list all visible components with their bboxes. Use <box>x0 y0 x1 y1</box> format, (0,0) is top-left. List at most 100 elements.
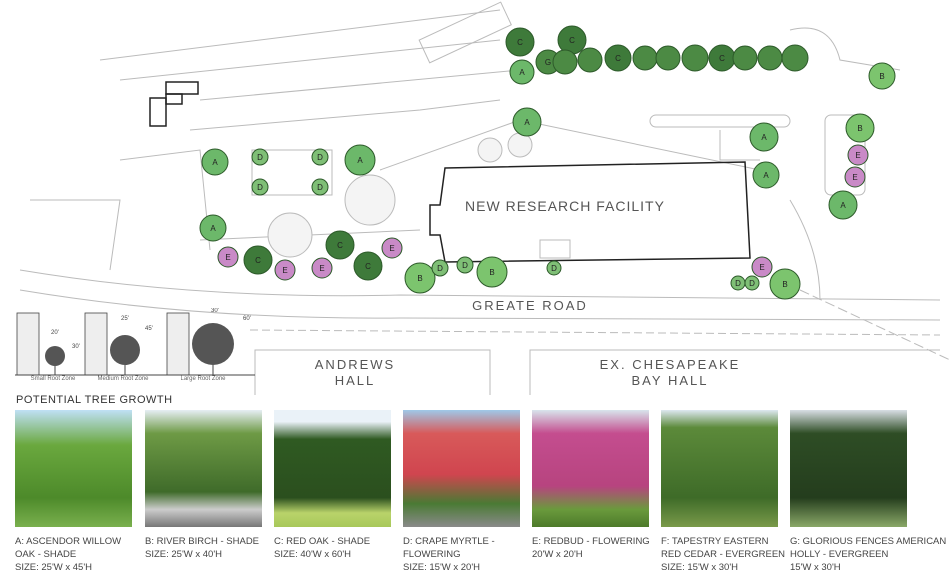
plan-tree-letter: B <box>489 268 494 277</box>
road-label: GREATE ROAD <box>472 298 588 313</box>
plan-tree-letter: D <box>257 183 263 192</box>
plan-tree-letter: A <box>524 118 530 127</box>
plan-tree-letter: A <box>763 171 769 180</box>
plan-tree-letter: A <box>357 156 363 165</box>
plan-tree-letter: A <box>761 133 767 142</box>
photo-b-river-birch <box>145 410 262 527</box>
plan-tree-letter: C <box>719 54 725 63</box>
plan-tree-b <box>404 262 436 294</box>
growth-title: POTENTIAL TREE GROWTH <box>16 394 173 406</box>
chesapeake-line-1: EX. CHESAPEAKE <box>599 357 741 372</box>
plan-tree-unlabeled <box>681 44 709 72</box>
plan-tree-e <box>381 237 403 259</box>
plan-tree-d <box>311 148 329 166</box>
plan-tree-b <box>476 256 508 288</box>
caption-line: SIZE: 15'W x 30'H <box>661 562 739 573</box>
plan-tree-d <box>744 275 760 291</box>
photo-f-red-cedar <box>661 410 778 527</box>
facility-label: NEW RESEARCH FACILITY <box>465 198 665 214</box>
caption-line: C: RED OAK - SHADE <box>274 536 371 547</box>
zone-small-width: 20' <box>51 330 59 336</box>
plan-tree-d <box>311 178 329 196</box>
caption-line: 15'W x 30'H <box>790 562 841 573</box>
caption-line: B: RIVER BIRCH - SHADE <box>145 536 260 547</box>
plan-tree-a <box>201 148 229 176</box>
plan-tree-letter: D <box>462 261 468 270</box>
plan-tree-d <box>251 178 269 196</box>
plan-tree-letter: E <box>282 266 287 275</box>
plan-tree-letter: G <box>545 58 551 67</box>
plan-tree-a <box>749 122 779 152</box>
plan-tree-c <box>604 44 632 72</box>
plan-tree-letter: B <box>879 72 884 81</box>
andrews-line-2: HALL <box>334 373 376 388</box>
caption-line: FLOWERING <box>403 549 461 560</box>
andrews-line-1: ANDREWS <box>314 357 396 372</box>
plan-tree-letter: D <box>551 264 557 273</box>
plan-tree-letter: D <box>437 264 443 273</box>
caption-line: G: GLORIOUS FENCES AMERICAN <box>790 536 947 547</box>
plan-tree-unlabeled <box>781 44 809 72</box>
plan-tree-unlabeled <box>757 45 783 71</box>
tree-caption: G: GLORIOUS FENCES AMERICAN HOLLY - EVERG… <box>790 535 947 574</box>
zone-small-label: Small Root Zone <box>30 376 76 382</box>
caption-line: RED CEDAR - EVERGREEN <box>661 549 786 560</box>
zone-small-height: 30' <box>72 344 80 350</box>
photo-e-redbud <box>532 410 649 527</box>
plan-tree-letter: C <box>615 54 621 63</box>
plan-tree-letter: B <box>782 280 787 289</box>
plan-tree-letter: A <box>840 201 846 210</box>
plan-tree-a <box>828 190 858 220</box>
plan-tree-e <box>847 144 869 166</box>
plan-tree-letter: E <box>759 263 764 272</box>
zone-medium-label: Medium Root Zone <box>97 376 149 382</box>
plan-tree-letter: D <box>735 279 741 288</box>
plan-tree-letter: D <box>317 183 323 192</box>
plan-tree-b <box>845 113 875 143</box>
plan-tree-d <box>431 259 449 277</box>
plan-tree-letter: A <box>519 68 525 77</box>
plan-tree-c <box>325 230 355 260</box>
plan-tree-letter: B <box>857 124 862 133</box>
zone-large-height: 60' <box>243 316 251 322</box>
plan-tree-c <box>353 251 383 281</box>
plan-tree-letter: A <box>212 158 218 167</box>
plan-tree-letter: D <box>317 153 323 162</box>
plan-tree-letter: E <box>319 264 324 273</box>
plan-tree-d <box>251 148 269 166</box>
plan-tree-letter: E <box>389 244 394 253</box>
tree-caption: F: TAPESTRY EASTERN RED CEDAR - EVERGREEN… <box>661 535 789 574</box>
caption-line: HOLLY - EVERGREEN <box>790 549 889 560</box>
plan-tree-e <box>217 246 239 268</box>
plan-tree-letter: C <box>569 36 575 45</box>
plan-tree-a <box>344 144 376 176</box>
plan-tree-letter: B <box>417 274 422 283</box>
photo-c-red-oak <box>274 410 391 527</box>
caption-line: F: TAPESTRY EASTERN <box>661 536 769 547</box>
caption-line: A: ASCENDOR WILLOW <box>15 536 122 547</box>
plan-tree-unlabeled <box>552 49 578 75</box>
plan-tree-a <box>509 59 535 85</box>
chesapeake-line-2: BAY HALL <box>631 373 709 388</box>
zone-large-width: 30' <box>211 308 219 314</box>
plan-tree-c <box>243 245 273 275</box>
caption-line: SIZE: 25'W x 45'H <box>15 562 93 573</box>
plan-tree-letter: C <box>255 256 261 265</box>
plan-tree-e <box>844 166 866 188</box>
plan-tree-b <box>868 62 896 90</box>
zone-large-label: Large Root Zone <box>180 376 226 382</box>
plan-tree-letter: C <box>365 262 371 271</box>
photo-d-crape-myrtle <box>403 410 520 527</box>
plan-tree-letter: E <box>225 253 230 262</box>
plan-tree-letter: E <box>855 151 860 160</box>
plan-tree-c <box>505 27 535 57</box>
plan-tree-unlabeled <box>577 47 603 73</box>
caption-line: SIZE: 15'W x 20'H <box>403 562 481 573</box>
plan-tree-unlabeled <box>632 45 658 71</box>
zone-medium-height: 45' <box>145 326 153 332</box>
